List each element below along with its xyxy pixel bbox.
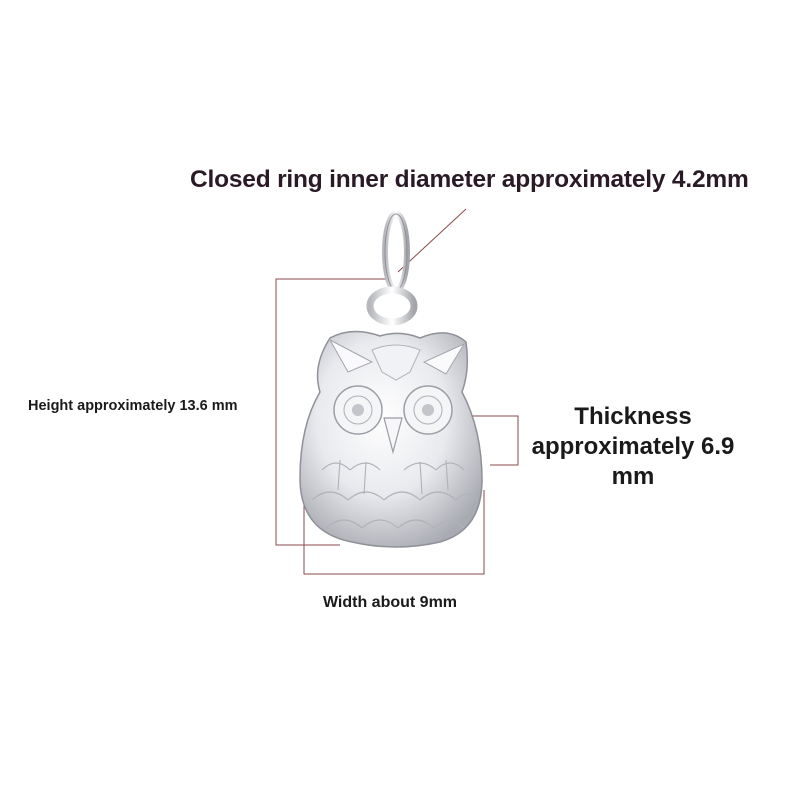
thickness-label: Thickness approximately 6.9 mm [531, 403, 735, 490]
width-label: Width about 9mm [322, 594, 458, 611]
height-label: Height approximately 13.6 mm [28, 398, 238, 414]
height-bracket [275, 278, 390, 546]
ring-diameter-label: Closed ring inner diameter approximately… [190, 166, 749, 193]
width-bracket [303, 490, 485, 575]
owl-pendant-icon [299, 211, 483, 548]
